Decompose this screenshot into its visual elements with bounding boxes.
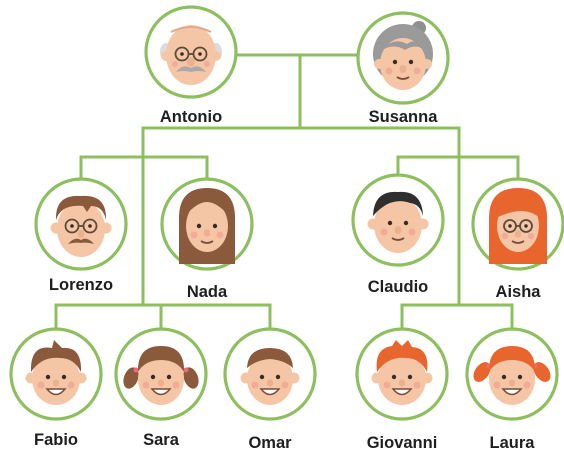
person-name: Sara <box>143 431 180 449</box>
person-name: Claudio <box>368 278 429 296</box>
person-sara: Sara <box>114 327 208 449</box>
person-claudio: Claudio <box>351 173 445 296</box>
person-name: Giovanni <box>367 434 438 452</box>
boy-red-hair-face-icon <box>371 340 433 405</box>
person-omar: Omar <box>223 327 317 452</box>
person-name: Susanna <box>369 108 439 126</box>
grandfather-face-icon <box>160 25 222 85</box>
person-laura: Laura <box>465 327 559 452</box>
person-nada: Nada <box>160 177 254 301</box>
person-susanna: Susanna <box>356 11 450 126</box>
connector-claudio-aisha-couple <box>396 155 520 182</box>
man-with-glasses-mustache-face-icon <box>50 195 112 257</box>
boy-brown-hair-face-icon <box>25 340 87 405</box>
boy-short-hair-face-icon <box>240 348 300 405</box>
person-name: Fabio <box>34 431 78 449</box>
person-giovanni: Giovanni <box>355 327 449 452</box>
person-aisha: Aisha <box>471 177 564 301</box>
person-antonio: Antonio <box>144 5 238 126</box>
person-name: Lorenzo <box>49 276 113 294</box>
person-name: Omar <box>248 434 292 452</box>
person-name: Antonio <box>160 108 222 126</box>
girl-red-pigtails-face-icon <box>473 346 551 405</box>
connector-lorenzo-nada-couple <box>79 155 209 182</box>
girl-pigtails-face-icon <box>123 346 199 405</box>
connector-lines <box>54 53 520 332</box>
woman-brown-hair-face-icon <box>179 188 235 264</box>
grandmother-face-icon <box>373 21 433 90</box>
person-name: Nada <box>187 283 228 301</box>
person-name: Laura <box>490 434 536 452</box>
woman-red-hair-glasses-face-icon <box>489 188 547 264</box>
person-fabio: Fabio <box>9 327 103 449</box>
man-dark-hair-face-icon <box>367 191 429 253</box>
person-lorenzo: Lorenzo <box>34 177 128 294</box>
person-name: Aisha <box>496 283 542 301</box>
